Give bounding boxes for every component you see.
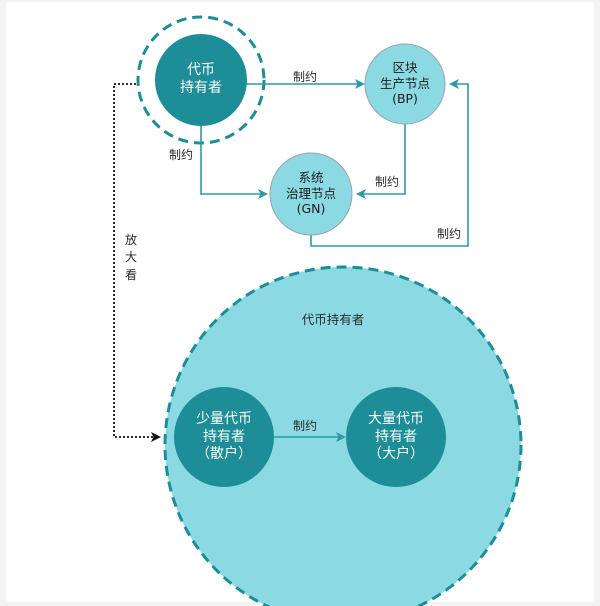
small-holders-label-line: 持有者 [203,428,245,445]
block-producer-label: 区块 生产节点 (BP) [365,60,445,107]
governance-node-label-line: (GN) [296,201,326,217]
zoom-label-char: 大 [124,250,137,265]
edge-holders-to-gn [200,124,268,199]
block-producer-label-line: 生产节点 [379,75,430,91]
edge-label-small-to-large: 制约 [292,419,317,433]
edge-gn-to-bp [310,79,469,247]
zoom-label-char: 看 [124,267,137,282]
zoom-label-char: 放 [124,233,137,247]
block-producer-node [364,43,446,125]
governance-node-label: 系统 治理节点 (GN) [270,170,352,217]
small-holders-label-line: （散户） [196,446,252,462]
edge-bp-to-gn [356,122,406,199]
edge-label-bp-to-gn: 制约 [374,175,399,189]
token-holders-label: 代币 持有者 [155,62,247,97]
large-holders-label-line: 大量代币 [368,411,424,427]
token-holders-label-line: 持有者 [180,79,222,96]
large-holders-label: 大量代币 持有者 （大户） [346,411,446,464]
zoom-label: 放 大 看 [124,232,138,284]
zoom-connector [113,83,161,442]
zoom-circle-title: 代币持有者 [301,312,365,327]
governance-node-label-line: 系统 [298,170,324,185]
large-holders-node [346,387,446,487]
token-holders-label-line: 代币 [187,62,215,78]
governance-node [269,152,353,236]
large-holders-label-line: 持有者 [375,428,417,445]
small-holders-label: 少量代币 持有者 （散户） [174,411,274,464]
edge-label-holders-to-gn: 制约 [168,148,193,162]
small-holders-label-line: 少量代币 [196,411,252,427]
governance-node-label-line: 治理节点 [285,185,336,201]
block-producer-label-line: 区块 [392,60,418,75]
token-holders-node [155,34,247,126]
edge-label-gn-to-bp: 制约 [436,227,461,241]
large-holders-label-line: （大户） [368,446,424,462]
edge-label-holders-to-bp: 制约 [292,70,317,84]
block-producer-label-line: (BP) [392,91,418,107]
small-holders-node [174,387,274,487]
